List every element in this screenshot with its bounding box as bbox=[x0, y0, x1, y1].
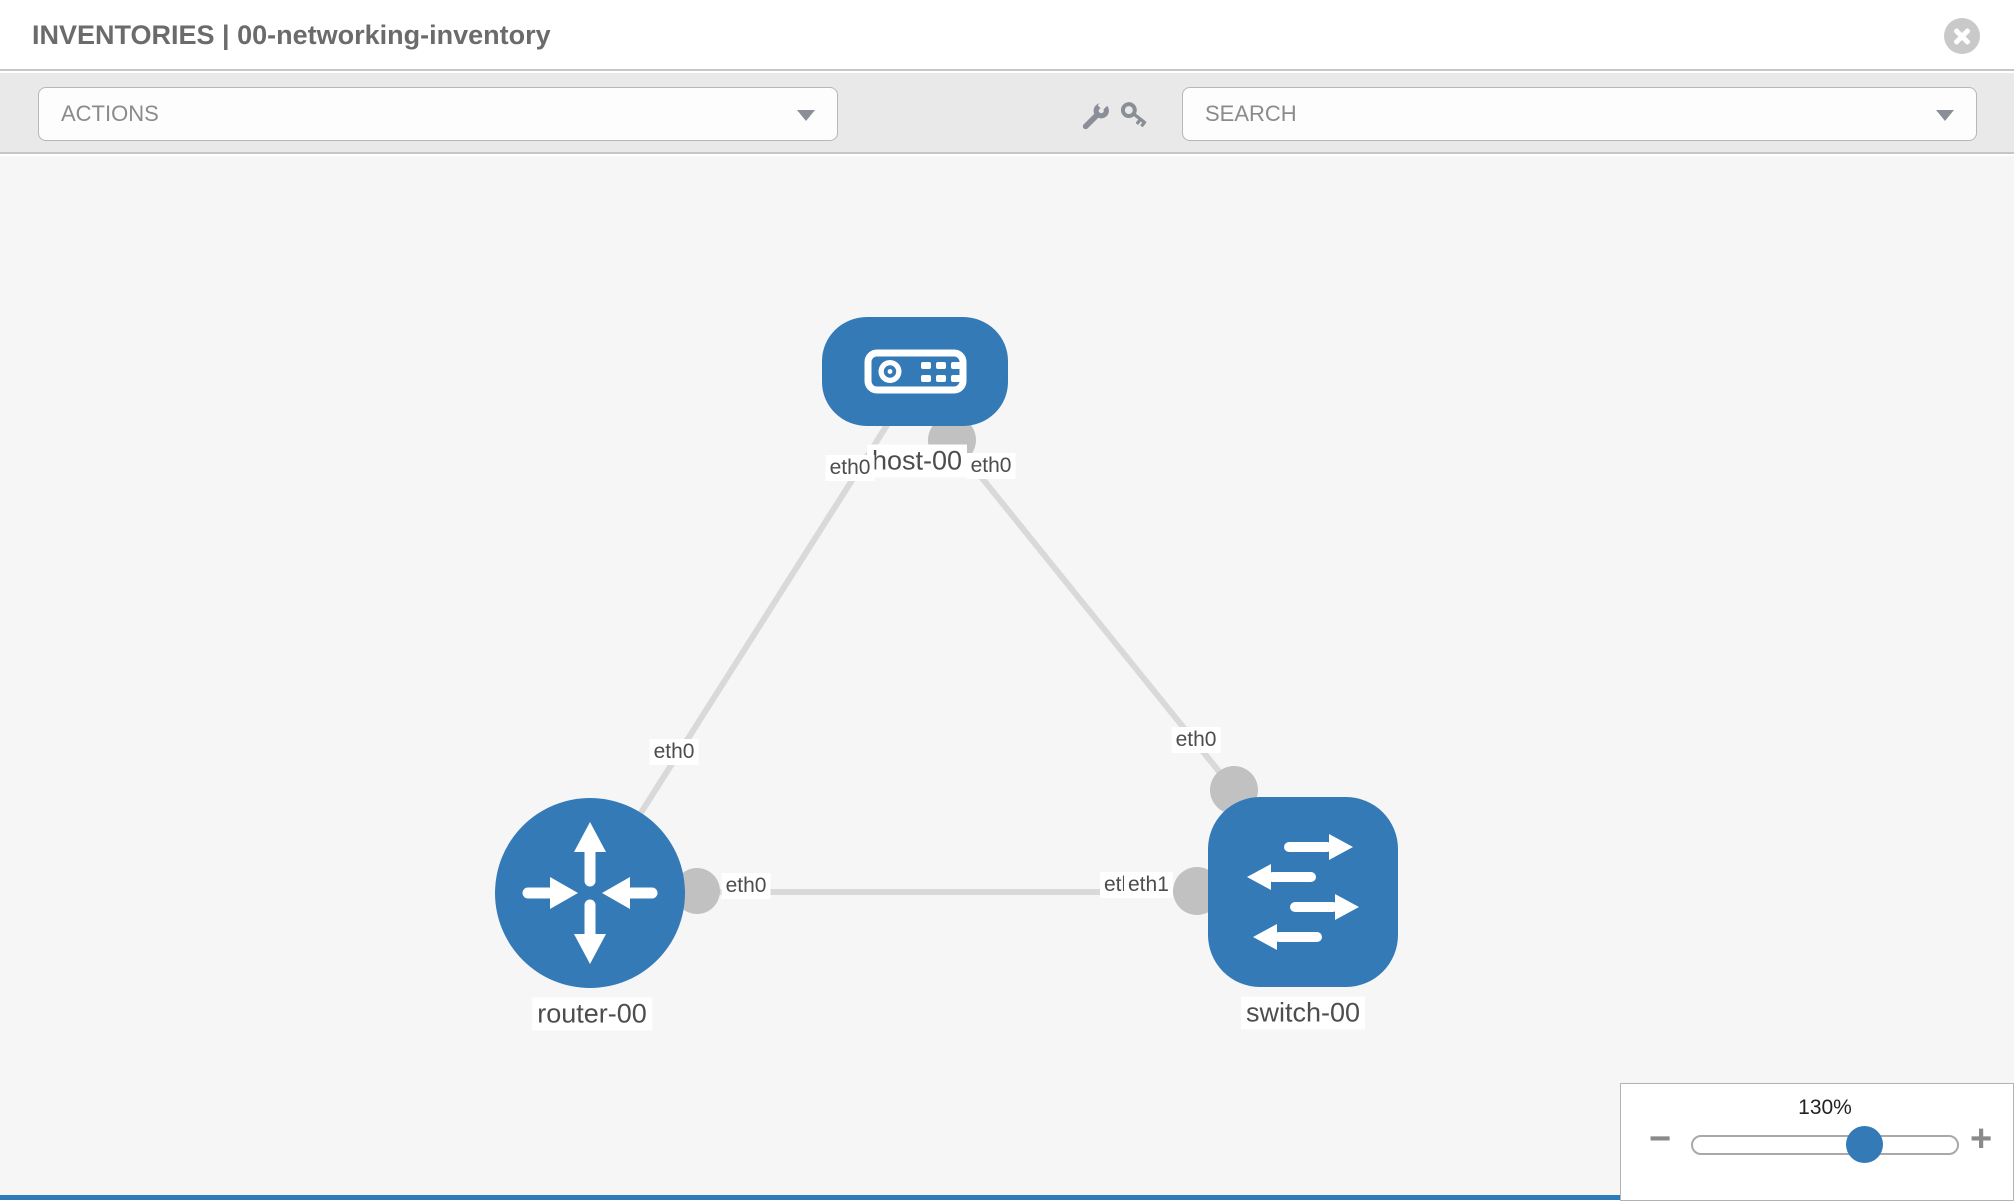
close-icon[interactable] bbox=[1944, 18, 1980, 54]
topology-canvas[interactable]: host-00 router-00 switch-00 eth0 eth0 et… bbox=[0, 156, 2014, 1201]
zoom-control-panel: 130% − + bbox=[1620, 1083, 2014, 1201]
breadcrumb-header: INVENTORIES | 00-networking-inventory bbox=[0, 0, 2014, 71]
wrench-icon[interactable] bbox=[1080, 98, 1114, 132]
page-title: INVENTORIES | 00-networking-inventory bbox=[32, 20, 551, 50]
chevron-down-icon bbox=[1936, 110, 1954, 121]
zoom-slider-thumb[interactable] bbox=[1846, 1126, 1883, 1163]
port-label-switch-eth0-upper: eth0 bbox=[1171, 727, 1221, 753]
node-label-host: host-00 bbox=[866, 444, 968, 478]
key-icon[interactable] bbox=[1117, 98, 1151, 132]
topology-toolbar: ACTIONS SEARCH bbox=[0, 73, 2014, 154]
search-input[interactable]: SEARCH bbox=[1205, 101, 1297, 126]
port-label-router-eth0-upper: eth0 bbox=[649, 739, 699, 765]
bottom-panel-edge bbox=[0, 1195, 2014, 1200]
server-icon bbox=[864, 349, 967, 394]
node-label-switch: switch-00 bbox=[1240, 996, 1366, 1030]
port-label-router-eth0-right: eth0 bbox=[721, 873, 771, 899]
zoom-in-button[interactable]: + bbox=[1970, 1118, 1993, 1160]
zoom-out-button[interactable]: − bbox=[1649, 1118, 1672, 1160]
connector-router-eth0 bbox=[674, 868, 720, 914]
node-router[interactable] bbox=[495, 798, 685, 988]
port-label-host-eth0-left: eth0 bbox=[825, 455, 875, 481]
actions-dropdown[interactable]: ACTIONS bbox=[38, 87, 838, 141]
node-host[interactable] bbox=[822, 317, 1008, 426]
interface-connectors bbox=[674, 416, 1258, 915]
chevron-down-icon bbox=[797, 110, 815, 121]
switch-icon bbox=[1247, 834, 1359, 950]
zoom-slider-track[interactable] bbox=[1691, 1135, 1959, 1155]
router-icon bbox=[522, 822, 658, 964]
node-switch[interactable] bbox=[1208, 797, 1398, 987]
search-dropdown[interactable]: SEARCH bbox=[1182, 87, 1977, 141]
port-label-host-eth0-right: eth0 bbox=[966, 453, 1016, 479]
actions-dropdown-label: ACTIONS bbox=[61, 101, 159, 126]
zoom-level-value: 130% bbox=[1798, 1096, 1852, 1119]
port-label-switch-eth1-front: eth1 bbox=[1124, 872, 1173, 898]
node-label-router: router-00 bbox=[532, 997, 652, 1031]
